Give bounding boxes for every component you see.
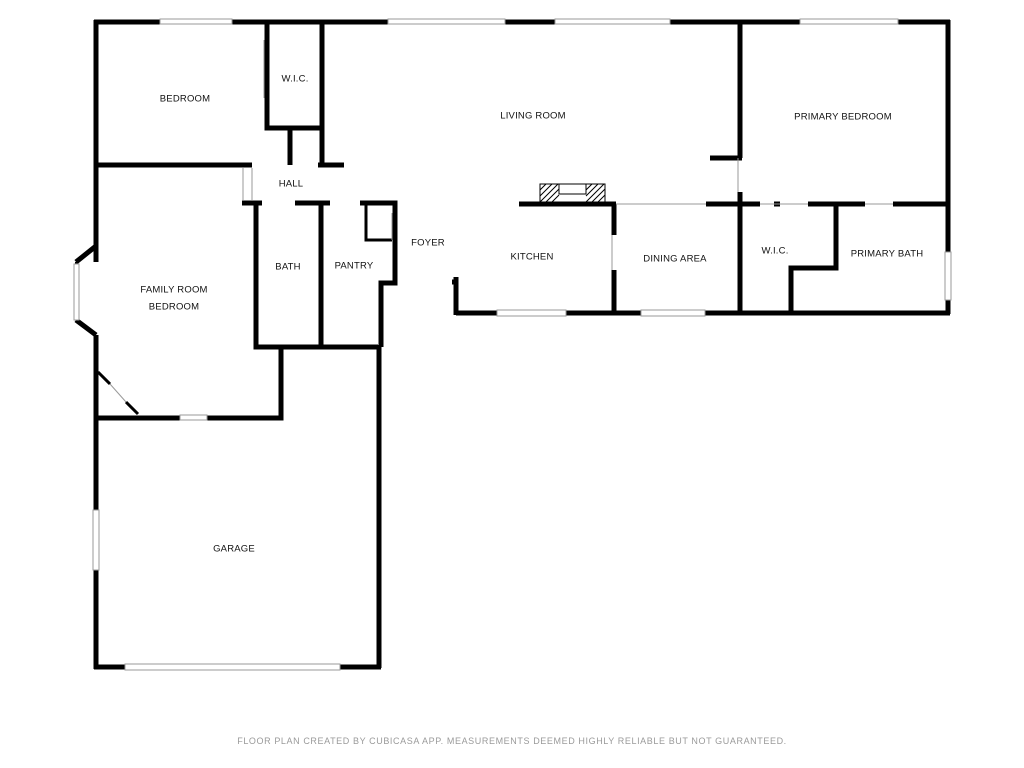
label-family-room-bedroom: BEDROOM [149, 302, 200, 313]
fireplace [539, 183, 606, 203]
door-openings [96, 40, 893, 416]
label-dining-area: DINING AREA [643, 254, 707, 265]
windows [73, 18, 952, 671]
label-kitchen: KITCHEN [510, 252, 553, 263]
label-family-room: FAMILY ROOM [140, 285, 207, 296]
label-pantry: PANTRY [335, 261, 374, 272]
label-wic-left: W.I.C. [281, 74, 308, 85]
label-bath: BATH [275, 262, 300, 273]
label-foyer: FOYER [411, 238, 445, 249]
label-living-room: LIVING ROOM [500, 111, 566, 122]
label-wic-right: W.I.C. [761, 246, 788, 257]
label-hall: HALL [279, 179, 304, 190]
label-primary-bedroom: PRIMARY BEDROOM [794, 112, 892, 123]
label-primary-bath: PRIMARY BATH [851, 249, 924, 260]
label-bedroom: BEDROOM [160, 94, 211, 105]
walls [74, 19, 951, 670]
room-labels: BEDROOM W.I.C. LIVING ROOM PRIMARY BEDRO… [140, 74, 923, 555]
label-garage: GARAGE [213, 544, 255, 555]
footer-disclaimer: FLOOR PLAN CREATED BY CUBICASA APP. MEAS… [237, 736, 787, 746]
